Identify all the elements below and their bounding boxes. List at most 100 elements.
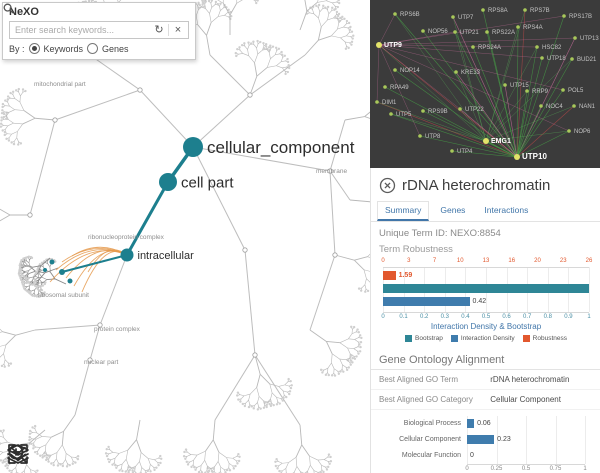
fit-view-button[interactable] <box>8 442 102 468</box>
network-node-label-RPS24A[interactable]: RPS24A <box>478 45 501 51</box>
tree-node-cellular_component[interactable] <box>183 137 203 157</box>
network-node-BUD21[interactable] <box>570 57 574 61</box>
x-axis-label: Interaction Density & Bootstrap <box>430 322 542 331</box>
network-node-label-NOP56[interactable]: NOP56 <box>428 29 448 35</box>
tab-interactions[interactable]: Interactions <box>484 205 529 215</box>
network-node-label-UTP21[interactable]: UTP21 <box>460 30 479 36</box>
network-node-label-UTP22[interactable]: UTP22 <box>465 107 484 113</box>
interaction-density-bar <box>383 297 470 306</box>
network-node-UTP15[interactable] <box>503 83 507 87</box>
network-node-label-RPA49[interactable]: RPA49 <box>390 85 409 91</box>
tree-node-cell_part[interactable] <box>159 173 177 191</box>
network-node-NOP6[interactable] <box>567 129 571 133</box>
network-node-UTP22[interactable] <box>458 107 462 111</box>
network-node-label-DIM1[interactable]: DIM1 <box>382 100 397 106</box>
tab-genes[interactable]: Genes <box>440 205 466 215</box>
network-node-UTP13[interactable] <box>573 36 577 40</box>
top-axis-tick: 26 <box>585 258 593 264</box>
go-axis-tick: 0.75 <box>549 466 562 472</box>
search-input[interactable] <box>13 24 138 36</box>
network-node-NAN1[interactable] <box>572 104 576 108</box>
bottom-axis-tick: 0.6 <box>502 314 511 320</box>
refresh-icon[interactable]: ↻ <box>154 23 164 36</box>
network-node-RPS6B[interactable] <box>393 12 397 16</box>
network-node-label-UTP7[interactable]: UTP7 <box>458 15 474 21</box>
network-node-label-RPS6B[interactable]: RPS6B <box>400 12 420 18</box>
tree-node-label-cellular_component[interactable]: cellular_component <box>207 138 355 157</box>
network-node-DIM1[interactable] <box>375 100 379 104</box>
close-panel-icon[interactable] <box>379 177 396 194</box>
network-node-RPS7B[interactable] <box>523 8 527 12</box>
radio-keywords[interactable] <box>28 43 40 54</box>
network-node-RPS4A[interactable] <box>516 25 520 29</box>
network-node-HSC82[interactable] <box>535 45 539 49</box>
network-node-RPS8A[interactable] <box>481 8 485 12</box>
tab-summary[interactable]: Summary <box>377 201 430 221</box>
robustness-bar <box>383 271 396 280</box>
network-node-label-BUD21[interactable]: BUD21 <box>577 57 597 63</box>
network-node-label-UTP9[interactable]: UTP9 <box>384 42 402 49</box>
network-node-label-UTP5[interactable]: UTP5 <box>396 112 412 118</box>
radio-genes[interactable] <box>87 43 99 54</box>
network-node-label-UTP15[interactable]: UTP15 <box>510 83 529 89</box>
network-node-label-RPS8A[interactable]: RPS8A <box>488 8 508 14</box>
network-node-label-UTP13[interactable]: UTP13 <box>580 36 599 42</box>
network-node-RPS9B[interactable] <box>421 109 425 113</box>
network-node-RPA49[interactable] <box>383 85 387 89</box>
search-icon[interactable] <box>3 3 152 37</box>
network-node-UTP18[interactable] <box>540 56 544 60</box>
network-node-RRP9[interactable] <box>525 89 529 93</box>
tree-node-label-cell_part[interactable]: cell part <box>181 174 234 191</box>
network-node-label-NOP14[interactable]: NOP14 <box>400 68 420 74</box>
network-node-UTP10[interactable] <box>514 154 520 160</box>
network-node-NOP14[interactable] <box>393 68 397 72</box>
interaction-density-value: 0.42 <box>472 298 487 305</box>
network-node-KRE33[interactable] <box>454 70 458 74</box>
network-node-UTP9[interactable] <box>376 42 382 48</box>
clear-search-icon[interactable]: × <box>174 23 182 36</box>
network-node-label-EMG1[interactable]: EMG1 <box>491 138 511 145</box>
network-node-RPS22A[interactable] <box>485 30 489 34</box>
zoom-out-button[interactable] <box>8 442 67 468</box>
network-node-label-RPS17B[interactable]: RPS17B <box>569 14 592 20</box>
network-node-label-RPS9B[interactable]: RPS9B <box>428 109 448 115</box>
bottom-axis-tick: 0.4 <box>461 314 470 320</box>
layers-button[interactable] <box>7 442 172 468</box>
network-node-label-UTP10[interactable]: UTP10 <box>522 152 547 161</box>
tree-node-intracellular[interactable] <box>120 248 134 262</box>
radio-genes-label[interactable]: Genes <box>102 43 129 54</box>
network-node-UTP21[interactable] <box>453 30 457 34</box>
network-node-UTP4[interactable] <box>450 149 454 153</box>
network-node-POL5[interactable] <box>561 88 565 92</box>
go-alignment-header: Gene Ontology Alignment <box>379 354 505 366</box>
network-node-UTP5[interactable] <box>389 112 393 116</box>
network-node-label-NOP6[interactable]: NOP6 <box>574 129 591 135</box>
tree-node-label-intracellular[interactable]: intracellular <box>138 250 195 262</box>
network-node-UTP7[interactable] <box>451 15 455 19</box>
by-label: By : <box>9 43 25 54</box>
network-node-label-UTP18[interactable]: UTP18 <box>547 56 566 62</box>
network-node-label-NAN1[interactable]: NAN1 <box>579 104 596 110</box>
network-node-NOC4[interactable] <box>539 104 543 108</box>
network-node-UTP8[interactable] <box>418 134 422 138</box>
network-node-label-NOC4[interactable]: NOC4 <box>546 104 563 110</box>
network-node-label-RPS7B[interactable]: RPS7B <box>530 8 550 14</box>
network-node-label-UTP4[interactable]: UTP4 <box>457 149 473 155</box>
top-axis-line <box>383 267 589 268</box>
network-node-label-HSC82[interactable]: HSC82 <box>542 45 562 51</box>
network-node-RPS24A[interactable] <box>471 45 475 49</box>
network-node-label-RRP9[interactable]: RRP9 <box>532 89 549 95</box>
network-node-label-KRE33[interactable]: KRE33 <box>461 70 481 76</box>
network-node-label-RPS4A[interactable]: RPS4A <box>523 25 543 31</box>
network-node-EMG1[interactable] <box>483 138 489 144</box>
collapse-button[interactable] <box>10 442 137 468</box>
network-node-label-RPS22A[interactable]: RPS22A <box>492 30 515 36</box>
go-axis-tick: 0.25 <box>490 466 503 472</box>
network-node-label-POL5[interactable]: POL5 <box>568 88 584 94</box>
network-node-NOP56[interactable] <box>421 29 425 33</box>
network-node-label-UTP8[interactable]: UTP8 <box>425 134 441 140</box>
network-node-RPS17B[interactable] <box>562 14 566 18</box>
radio-keywords-label[interactable]: Keywords <box>43 43 84 54</box>
